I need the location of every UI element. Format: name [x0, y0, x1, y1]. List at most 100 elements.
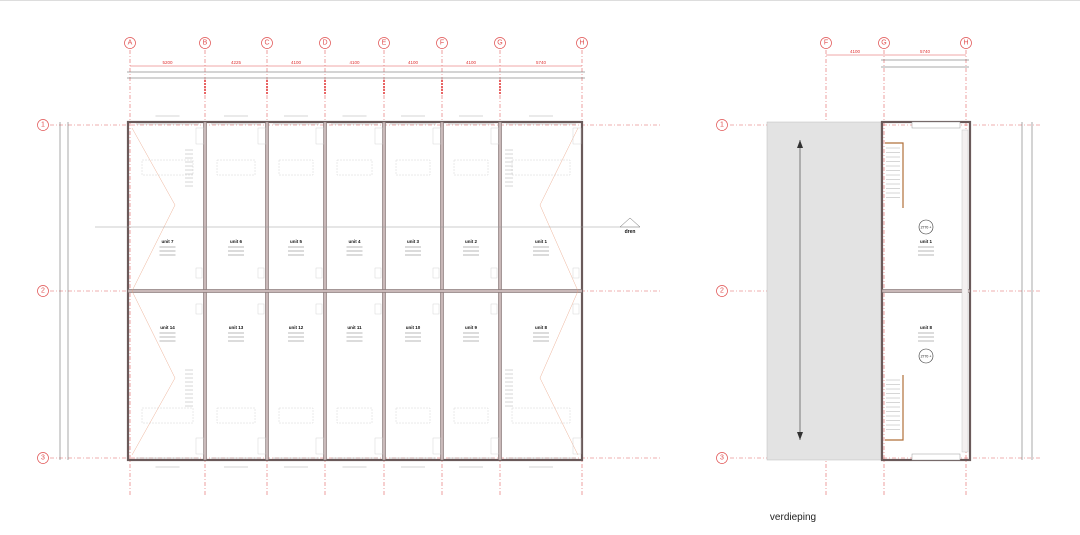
zone [216, 159, 256, 176]
unit-label: unit 9 [465, 325, 477, 330]
unit-label: unit 7 [162, 239, 174, 244]
grid-bubble-row-3 [716, 452, 728, 464]
column-dimension: 4100 [850, 49, 861, 54]
toilet [490, 267, 498, 279]
zone [453, 159, 489, 176]
column-dimension: 4100 [291, 60, 302, 65]
grid-bubble-G [878, 37, 890, 49]
toilet [257, 267, 265, 279]
grid-label-row-2: 2 [41, 288, 45, 295]
grid-label-E: E [382, 40, 387, 47]
toilet [432, 267, 440, 279]
facade-strip [961, 129, 969, 453]
column-dimension: 5740 [920, 49, 931, 54]
zone [278, 159, 314, 176]
toilet-top [432, 127, 442, 145]
toilet [432, 303, 440, 315]
toilet [315, 303, 323, 315]
toilet-bottom [490, 437, 500, 455]
arrow-head [797, 432, 803, 440]
grid-label-row-1: 1 [41, 122, 45, 129]
stair-railing [885, 375, 904, 441]
unit-label: unit 8 [920, 325, 932, 330]
zone [336, 407, 373, 424]
zone [453, 407, 489, 424]
stair-railing [885, 142, 904, 208]
grid-bubble-D [319, 37, 331, 49]
toilet-top [374, 127, 384, 145]
grid-bubble-H [576, 37, 588, 49]
grid-bubble-row-2 [716, 285, 728, 297]
column-dimension: 4225 [231, 60, 242, 65]
column-dimension: 5200 [162, 60, 173, 65]
upper-floor-title: verdieping [770, 512, 816, 523]
unit-label: unit 4 [349, 239, 361, 244]
grid-bubble-G [494, 37, 506, 49]
toilet [195, 267, 203, 279]
void-area [766, 121, 882, 461]
arrow-head [797, 140, 803, 148]
level-marker [918, 348, 934, 364]
unit-label: unit 11 [347, 325, 362, 330]
grid-bubble-H [960, 37, 972, 49]
toilet-bottom [572, 437, 582, 455]
grid-label-G: G [497, 40, 502, 47]
toilet-top [490, 127, 500, 145]
grid-label-row-1: 1 [720, 122, 724, 129]
grid-bubble-A [124, 37, 136, 49]
window [911, 121, 961, 129]
unit-label: unit 12 [289, 325, 304, 330]
grid-bubble-C [261, 37, 273, 49]
roof-line [131, 127, 176, 456]
toilet [572, 267, 580, 279]
zone [141, 407, 194, 424]
toilet-bottom [257, 437, 267, 455]
column-dimension: 4100 [466, 60, 477, 65]
toilet [195, 303, 203, 315]
unit-label: unit 2 [465, 239, 477, 244]
grid-label-C: C [264, 40, 269, 47]
grid-label-A: A [128, 40, 133, 47]
column-dimension: 5740 [536, 60, 547, 65]
grid-label-D: D [322, 40, 327, 47]
grid-bubble-F [436, 37, 448, 49]
central-wall [127, 289, 583, 293]
column-dimension: 4100 [349, 60, 360, 65]
toilet-bottom [315, 437, 325, 455]
central-wall [881, 289, 971, 293]
zone [278, 407, 314, 424]
toilet [315, 267, 323, 279]
unit-label: unit 13 [229, 325, 244, 330]
unit-label: unit 1 [535, 239, 547, 244]
section-label: dren [625, 229, 636, 235]
zone [141, 159, 194, 176]
grid-bubble-E [378, 37, 390, 49]
column-dimension: 4100 [408, 60, 419, 65]
zone [511, 407, 571, 424]
grid-label-H: H [579, 40, 584, 47]
zone [511, 159, 571, 176]
zone [216, 407, 256, 424]
grid-bubble-row-3 [37, 452, 49, 464]
toilet [490, 303, 498, 315]
unit-label: unit 10 [406, 325, 421, 330]
toilet-bottom [195, 437, 205, 455]
grid-label-row-3: 3 [720, 455, 724, 462]
unit-label: unit 5 [290, 239, 302, 244]
toilet [257, 303, 265, 315]
toilet-top [315, 127, 325, 145]
toilet-top [572, 127, 582, 145]
toilet-bottom [374, 437, 384, 455]
roof-line [539, 127, 579, 456]
grid-label-G: G [881, 40, 886, 47]
grid-bubble-row-2 [37, 285, 49, 297]
zone [336, 159, 373, 176]
grid-label-H: H [963, 40, 968, 47]
unit-label: unit 6 [230, 239, 242, 244]
toilet [374, 303, 382, 315]
level-marker [918, 219, 934, 235]
toilet-bottom [432, 437, 442, 455]
